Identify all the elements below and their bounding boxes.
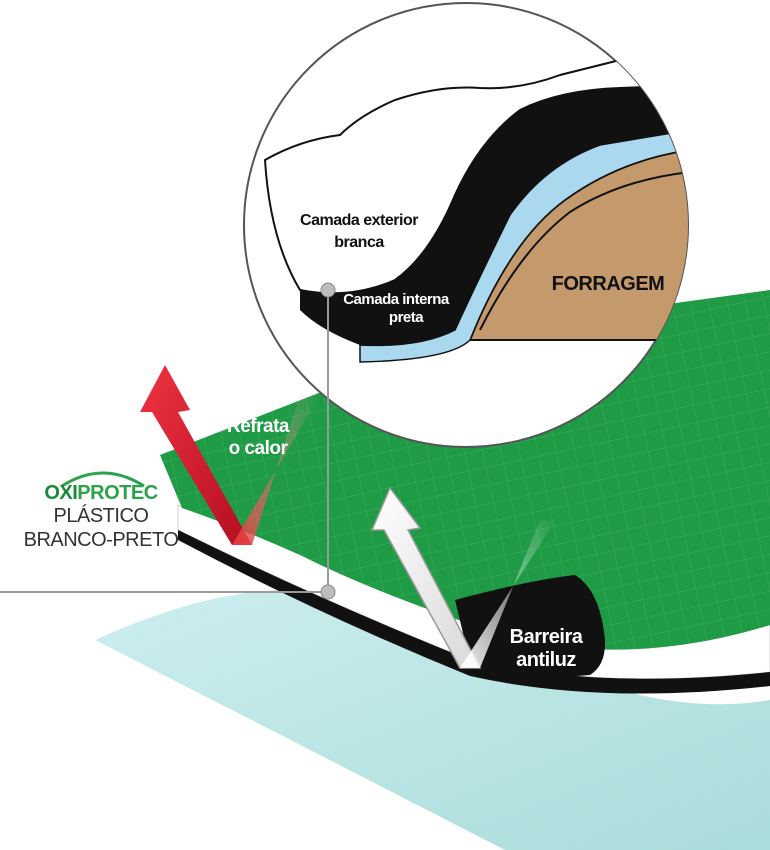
brand-part2: PROTEC <box>77 482 158 504</box>
product-line2: BRANCO-PRETO <box>23 529 179 551</box>
brand-logo: OXIPROTEC <box>6 482 196 504</box>
label-refract-2: o calor <box>229 438 289 459</box>
red-arrow <box>140 365 252 545</box>
product-line1: PLÁSTICO <box>53 505 149 527</box>
label-outer-white-2: branca <box>334 234 384 251</box>
label-forage: FORRAGEM <box>552 273 665 295</box>
brand-block: OXIPROTEC PLÁSTICO BRANCO-PRETO <box>6 482 196 552</box>
label-inner-black-1: Camada interna <box>343 291 450 308</box>
red-reflection <box>232 395 320 545</box>
label-barrier-2: antiluz <box>516 649 576 671</box>
leader-dot-bottom <box>320 584 336 600</box>
white-exterior-layer <box>263 48 688 295</box>
label-outer-white-1: Camada exterior <box>300 212 418 229</box>
leader-dot-top <box>320 282 336 298</box>
black-curl <box>455 575 606 677</box>
label-inner-black-2: preta <box>389 309 424 326</box>
brand-arc-icon <box>61 471 145 488</box>
white-reflection <box>460 520 556 668</box>
black-layer-edge <box>178 530 770 694</box>
label-barrier-1: Barreira <box>510 626 584 648</box>
teal-bottom-sheet <box>95 590 770 850</box>
black-inner-layer <box>300 85 688 346</box>
label-refract-1: Refrata <box>227 416 290 437</box>
brand-part1: OXI <box>44 482 78 504</box>
